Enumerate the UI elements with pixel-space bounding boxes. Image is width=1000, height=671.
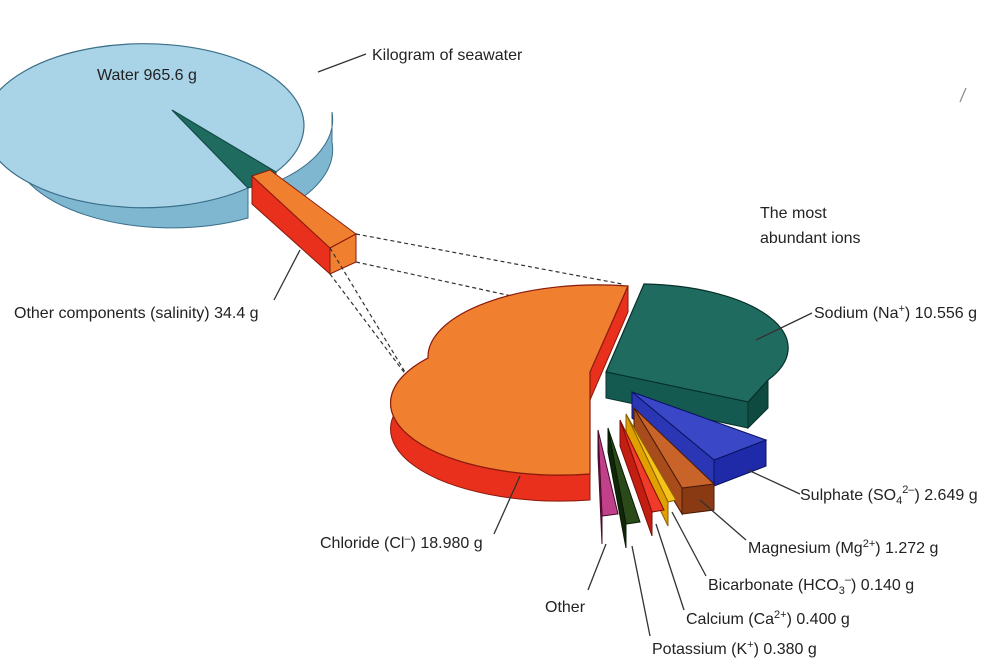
scan-mark — [959, 87, 967, 103]
magnesium-slice-side — [681, 483, 715, 515]
seawater-pie — [0, 43, 334, 229]
salinity-wedge — [251, 169, 357, 276]
other-components-label: Other components (salinity) 34.4 g — [14, 305, 259, 322]
leader-sulphate — [747, 469, 801, 495]
kilogram-title: Kilogram of seawater — [372, 47, 523, 64]
labels: Kilogram of seawater Water 965.6 g Other… — [14, 47, 978, 658]
calcium-slice-front — [619, 419, 653, 537]
bicarbonate-label: Bicarbonate (HCO3–) 0.140 g — [708, 574, 914, 597]
chloride-slice — [389, 284, 629, 476]
leader-sodium — [755, 312, 813, 341]
sodium-slice-front — [605, 371, 749, 429]
other-slice-front — [597, 429, 603, 545]
sulphate-label: Sulphate (SO42–) 2.649 g — [800, 484, 978, 507]
sodium-slice — [605, 283, 789, 403]
leader-potassium — [631, 545, 651, 637]
leader-lines — [273, 53, 813, 637]
ions-title-line2: abundant ions — [760, 230, 861, 247]
sodium-label: Sodium (Na+) 10.556 g — [814, 303, 977, 322]
calcium-label: Calcium (Ca2+) 0.400 g — [686, 609, 850, 628]
leader-chloride — [493, 475, 521, 535]
leader-other-components — [273, 249, 301, 301]
leader-bicarbonate — [671, 511, 707, 577]
potassium-slice-front — [607, 427, 627, 549]
other-label: Other — [545, 599, 586, 616]
potassium-label: Potassium (K+) 0.380 g — [652, 639, 817, 658]
magnesium-label: Magnesium (Mg2+) 1.272 g — [748, 538, 938, 557]
leader-magnesium — [699, 499, 747, 541]
leader-calcium — [655, 523, 685, 611]
ions-pie — [389, 283, 789, 549]
chloride-label: Chloride (Cl–) 18.980 g — [320, 533, 483, 552]
leader-kilogram — [317, 53, 367, 73]
projection-lines — [329, 233, 623, 421]
water-label: Water 965.6 g — [97, 67, 197, 84]
water-slice — [0, 43, 305, 209]
leader-other — [587, 543, 607, 591]
magnesium-slice-front — [633, 406, 683, 516]
ions-title-line1: The most — [760, 205, 827, 222]
